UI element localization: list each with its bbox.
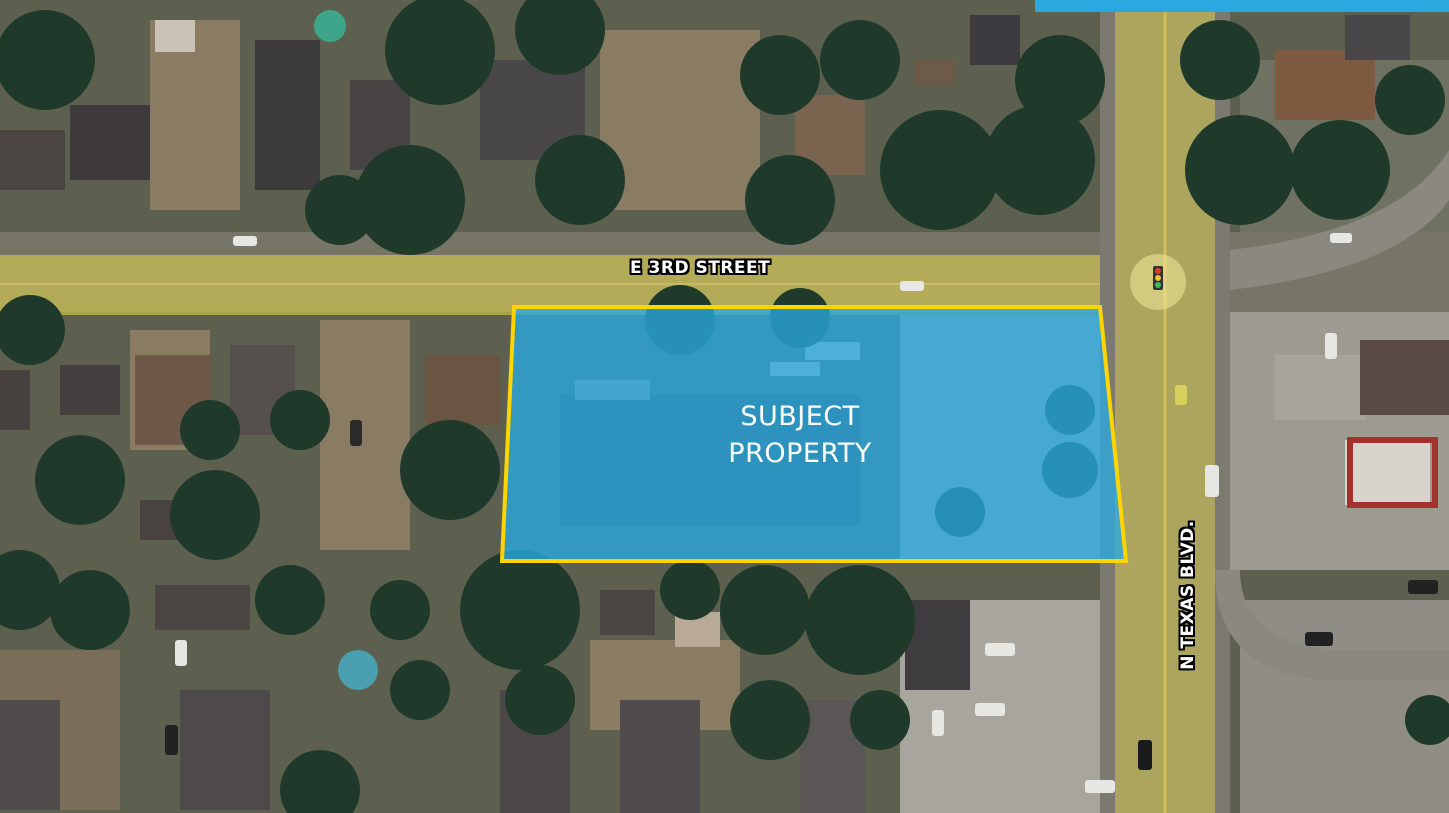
subject-property-highlight [499, 305, 1129, 563]
street-label-n-texas-blvd: N TEXAS BLVD. [1178, 520, 1198, 670]
subject-label-line-2: PROPERTY [728, 438, 872, 469]
street-label-e-3rd-street: E 3RD STREET [630, 258, 771, 278]
cars [165, 233, 1438, 793]
subject-property-label: SUBJECT PROPERTY [690, 398, 910, 472]
pools [314, 10, 378, 690]
subject-label-line-1: SUBJECT [740, 401, 860, 432]
traffic-light-icon [1130, 254, 1186, 310]
top-accent-bar [1035, 0, 1449, 12]
side-road-curve [1230, 150, 1449, 290]
